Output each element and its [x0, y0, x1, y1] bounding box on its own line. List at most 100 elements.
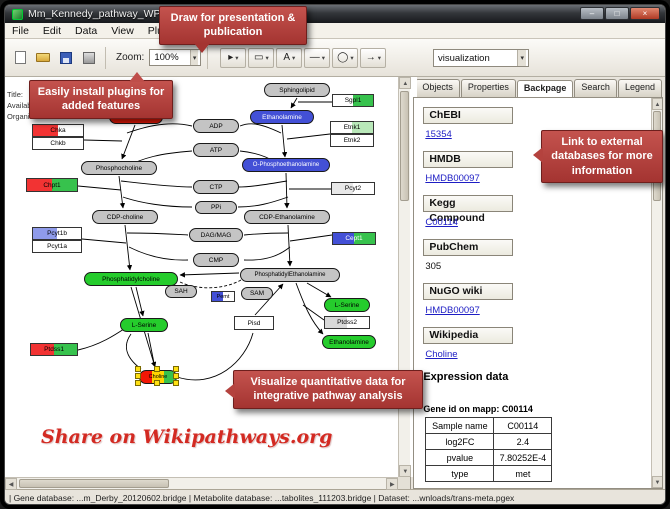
pathway-node-phosphatidylcholine[interactable]: Phosphatidylcholine [84, 272, 178, 286]
pathway-node-o-phosphoethanolamine[interactable]: O-Phosphoethanolamine [242, 158, 330, 172]
pathway-canvas[interactable]: Title:Availability:Organism:Sphingolipid… [5, 77, 417, 477]
selection-handle[interactable] [135, 366, 141, 372]
maximize-button[interactable]: □ [605, 7, 629, 20]
selection-tool[interactable]: ▸▾ [220, 47, 247, 68]
pathway-node-pemt[interactable]: Pemt [211, 291, 235, 302]
close-button[interactable]: × [630, 7, 660, 20]
selection-handle[interactable] [173, 373, 179, 379]
pathway-node-ptdss1[interactable]: Ptdss1 [30, 343, 78, 356]
backpage-section-wikipedia: Wikipedia Choline [423, 327, 650, 362]
pathway-node-etnk2[interactable]: Etnk2 [330, 134, 374, 147]
shape-tool[interactable]: ◯▾ [332, 47, 359, 68]
vertical-scroll-thumb[interactable] [400, 91, 410, 201]
wikipedia-link[interactable]: Choline [425, 349, 458, 360]
selection-handle[interactable] [135, 373, 141, 379]
pathway-node-ethanolamine-bottom[interactable]: Ethanolamine [322, 335, 376, 349]
line-tool[interactable]: —▾ [304, 47, 331, 68]
menu-file[interactable]: File [12, 24, 29, 37]
tab-search[interactable]: Search [574, 79, 617, 97]
pathway-node-chkb[interactable]: Chkb [32, 137, 84, 150]
chevron-down-icon: ▾ [235, 54, 239, 62]
new-file-button[interactable] [10, 48, 30, 68]
backpage-section-nugo: NuGO wiki HMDB00097 [423, 283, 650, 318]
pathway-node-pcyt1b[interactable]: Pcyt1b [32, 227, 82, 240]
pathway-node-phosphatidylethanolamine[interactable]: PhosphatidylEthanolamine [240, 268, 340, 282]
minimize-button[interactable]: – [580, 7, 604, 20]
tab-objects[interactable]: Objects [415, 79, 460, 97]
pathway-node-cept1[interactable]: Cept1 [332, 232, 376, 245]
section-header: HMDB [423, 151, 514, 168]
visualization-value: visualization [438, 52, 490, 64]
pathway-node-sphingolipid[interactable]: Sphingolipid [264, 83, 330, 97]
pathway-node-ptdss2[interactable]: Ptdss2 [324, 316, 370, 329]
pathway-node-sah[interactable]: SAH [165, 285, 197, 298]
tab-legend[interactable]: Legend [617, 79, 662, 97]
open-folder-icon [36, 53, 50, 62]
chevron-down-icon[interactable]: ▾ [517, 50, 526, 66]
pathway-node-cmp[interactable]: CMP [193, 253, 239, 267]
selection-handle[interactable] [173, 366, 179, 372]
pathway-node-pcyt1a[interactable]: Pcyt1a [32, 240, 82, 253]
pathway-node-pisd[interactable]: Pisd [234, 316, 274, 330]
pathway-node-cdp-ethanolamine[interactable]: CDP-Ethanolamine [244, 210, 330, 224]
chevron-down-icon: ▾ [292, 54, 296, 62]
scroll-up-icon[interactable]: ▲ [399, 77, 412, 89]
pathway-node-sam[interactable]: SAM [241, 287, 273, 300]
scroll-up-icon[interactable]: ▲ [652, 98, 663, 110]
callout-pointer [533, 147, 543, 163]
table-cell: met [493, 465, 553, 482]
scroll-left-icon[interactable]: ◀ [5, 478, 17, 490]
pathway-node-atp[interactable]: ATP [193, 143, 239, 157]
visualization-combobox[interactable]: visualization ▾ [433, 49, 529, 67]
export-button[interactable] [79, 48, 99, 68]
kegg-id-link[interactable]: C00114 [425, 217, 458, 228]
pathway-node-l-serine-right[interactable]: L-Serine [324, 298, 370, 312]
canvas-vertical-scrollbar[interactable]: ▲ ▼ [398, 77, 412, 477]
pathway-node-cdp-choline[interactable]: CDP-choline [92, 210, 158, 224]
menu-data[interactable]: Data [75, 24, 98, 37]
selection-handle[interactable] [154, 380, 160, 386]
pathway-info-label: Title: [7, 90, 23, 99]
gene-product-tool[interactable]: ▭▾ [248, 47, 275, 68]
selection-handle[interactable] [135, 380, 141, 386]
save-button[interactable] [56, 48, 76, 68]
tab-properties[interactable]: Properties [460, 79, 516, 97]
pubchem-id-value: 305 [425, 261, 442, 272]
scroll-right-icon[interactable]: ▶ [386, 478, 399, 490]
menu-edit[interactable]: Edit [42, 24, 62, 37]
selection-handle[interactable] [173, 380, 179, 386]
nugo-id-link[interactable]: HMDB00097 [425, 305, 480, 316]
pathway-node-ctp[interactable]: CTP [193, 180, 239, 194]
pathway-node-dag-mag[interactable]: DAG/MAG [189, 228, 243, 242]
hmdb-id-link[interactable]: HMDB00097 [425, 173, 480, 184]
tab-backpage[interactable]: Backpage [516, 80, 574, 98]
chebi-id-link[interactable]: 15354 [425, 129, 452, 140]
label-tool[interactable]: A▾ [276, 47, 303, 68]
pathway-node-ppi[interactable]: PPi [195, 201, 237, 214]
menu-view[interactable]: View [111, 24, 134, 37]
scroll-down-icon[interactable]: ▼ [652, 476, 663, 488]
pathway-node-chpt1[interactable]: Chpt1 [26, 178, 78, 192]
canvas-horizontal-scrollbar[interactable]: ◀ ▶ [5, 477, 399, 490]
title-bar[interactable]: Mm_Kennedy_pathway_WP1771_45176.gpml – □… [5, 5, 665, 23]
pathway-node-ethanolamine-top[interactable]: Ethanolamine [250, 110, 314, 124]
pathway-node-l-serine-left[interactable]: L-Serine [120, 318, 168, 332]
connector-tool[interactable]: →▾ [360, 47, 387, 68]
expression-data-table: Sample name C00114 log2FC 2.4 pvalue 7.8… [425, 417, 553, 482]
save-icon [60, 51, 72, 64]
pathway-node-phosphocholine[interactable]: Phosphocholine [81, 161, 157, 175]
line-tool-icon: — [309, 52, 320, 63]
pathway-node-adp[interactable]: ADP [193, 119, 239, 133]
pathway-node-pcyt2[interactable]: Pcyt2 [331, 182, 375, 195]
horizontal-scroll-thumb[interactable] [19, 479, 169, 488]
open-file-button[interactable] [33, 48, 53, 68]
pathway-node-sgpl1[interactable]: Sgpl1 [332, 94, 374, 107]
selection-handle[interactable] [154, 366, 160, 372]
backpage-section-pubchem: PubChem 305 [423, 239, 650, 274]
pathway-node-etnk1[interactable]: Etnk1 [330, 121, 374, 134]
zoom-combobox[interactable]: 100% ▾ [149, 49, 202, 66]
scroll-down-icon[interactable]: ▼ [399, 465, 412, 477]
pathway-node-chka[interactable]: Chka [32, 124, 84, 137]
chevron-down-icon[interactable]: ▾ [189, 50, 199, 65]
expression-data-title: Expression data [423, 371, 509, 383]
